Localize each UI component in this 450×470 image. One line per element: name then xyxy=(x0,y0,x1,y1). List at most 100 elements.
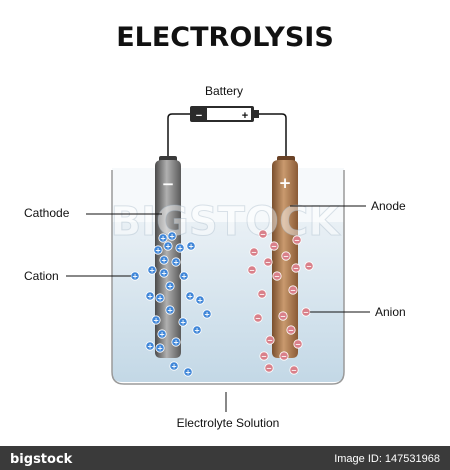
anion-ion-sign: − xyxy=(251,248,257,256)
cation-ion-sign: + xyxy=(161,256,167,264)
anion-ion xyxy=(281,251,291,261)
anion-ion xyxy=(304,261,314,271)
cation-ion xyxy=(192,325,202,335)
anion-ion-sign: − xyxy=(274,272,280,280)
anion-ion xyxy=(249,247,259,257)
footer-image-id: Image ID: 147531968 xyxy=(334,453,440,465)
cathode-label: Cathode xyxy=(24,206,70,220)
anion-ion xyxy=(259,351,269,361)
anion-ion-sign: − xyxy=(294,236,300,244)
anion-ion xyxy=(279,351,289,361)
cation-ion xyxy=(159,268,169,278)
cation-ion-sign: + xyxy=(160,234,166,242)
cathode-sign: − xyxy=(162,175,175,193)
solution-label: Electrolyte Solution xyxy=(177,416,280,430)
cation-ion-sign: + xyxy=(204,310,210,318)
cation-ion-sign: + xyxy=(188,242,194,250)
cation-ion xyxy=(195,295,205,305)
cation-ion xyxy=(165,305,175,315)
cation-ion xyxy=(175,243,185,253)
beaker xyxy=(111,170,345,385)
cation-ion-sign: + xyxy=(173,258,179,266)
cation-ion xyxy=(202,309,212,319)
cation-ion xyxy=(171,257,181,267)
anion-ion-sign: − xyxy=(265,258,271,266)
cation-ion xyxy=(186,241,196,251)
anion-ion xyxy=(265,335,275,345)
anion-ion-sign: − xyxy=(267,336,273,344)
cation-ion xyxy=(153,245,163,255)
anion-ion-sign: − xyxy=(288,326,294,334)
cation-ion xyxy=(151,315,161,325)
anode-sign: + xyxy=(279,174,292,192)
anion-ion xyxy=(257,289,267,299)
cation-ion-sign: + xyxy=(147,342,153,350)
cation-ion-sign: + xyxy=(147,292,153,300)
cation-ion-sign: + xyxy=(159,330,165,338)
anion-ion-sign: − xyxy=(303,308,309,316)
anion-label: Anion xyxy=(375,305,406,319)
anion-ion-sign: − xyxy=(266,364,272,372)
anion-ion-sign: − xyxy=(281,352,287,360)
anion-ions: −−−−−−−−−−−−−−−−−−−−−− xyxy=(247,229,314,375)
anion-ion xyxy=(291,263,301,273)
cation-ion xyxy=(179,271,189,281)
anion-ion-sign: − xyxy=(260,230,266,238)
cation-ion xyxy=(185,291,195,301)
cation-ion-sign: + xyxy=(194,326,200,334)
wire-positive xyxy=(259,113,287,156)
cation-ion-sign: + xyxy=(165,242,171,250)
cation-ion-sign: + xyxy=(185,368,191,376)
anion-ion-sign: − xyxy=(249,266,255,274)
cation-ion xyxy=(157,329,167,339)
anion-ion-sign: − xyxy=(280,312,286,320)
anion-ion xyxy=(253,313,263,323)
cation-ion-sign: + xyxy=(132,272,138,280)
footer-brand: bigstock xyxy=(10,452,73,467)
anion-ion-sign: − xyxy=(259,290,265,298)
cation-ion xyxy=(145,341,155,351)
cation-ion-sign: + xyxy=(157,294,163,302)
anion-ion xyxy=(247,265,257,275)
cation-ion-sign: + xyxy=(167,306,173,314)
anion-ion-sign: − xyxy=(293,264,299,272)
cation-ion-sign: + xyxy=(187,292,193,300)
cation-ion xyxy=(183,367,193,377)
battery-positive-sign: + xyxy=(242,110,248,122)
cation-ion xyxy=(178,317,188,327)
cation-ion-sign: + xyxy=(177,244,183,252)
anion-ion xyxy=(286,325,296,335)
anion-ion-sign: − xyxy=(261,352,267,360)
cation-ion xyxy=(165,281,175,291)
anion-ion xyxy=(289,365,299,375)
cation-ion xyxy=(167,231,177,241)
anion-ion-sign: − xyxy=(271,242,277,250)
battery-label: Battery xyxy=(205,84,243,98)
battery-negative-sign: − xyxy=(196,110,202,122)
cation-ion xyxy=(163,241,173,251)
diagram-title: ELECTROLYSIS xyxy=(116,22,334,53)
electrolyte-solution xyxy=(112,222,344,382)
cation-ion-sign: + xyxy=(180,318,186,326)
cation-ion-sign: + xyxy=(171,362,177,370)
cation-ion xyxy=(155,343,165,353)
anion-ion-sign: − xyxy=(295,340,301,348)
anion-ion xyxy=(272,271,282,281)
anion-ion-sign: − xyxy=(283,252,289,260)
anion-ion xyxy=(293,339,303,349)
cation-ions: ++++++++++++++++++++++++++++ xyxy=(130,231,212,377)
cation-ion xyxy=(158,233,168,243)
cation-ion-sign: + xyxy=(153,316,159,324)
cation-ion-sign: + xyxy=(157,344,163,352)
cation-ion-sign: + xyxy=(167,282,173,290)
anion-ion-sign: − xyxy=(255,314,261,322)
anion-ion xyxy=(288,285,298,295)
cation-ion-sign: + xyxy=(173,338,179,346)
cation-ion xyxy=(147,265,157,275)
anion-ion-sign: − xyxy=(290,286,296,294)
cation-ion xyxy=(171,337,181,347)
cation-ion xyxy=(169,361,179,371)
anion-ion xyxy=(264,363,274,373)
battery-icon xyxy=(190,106,259,122)
